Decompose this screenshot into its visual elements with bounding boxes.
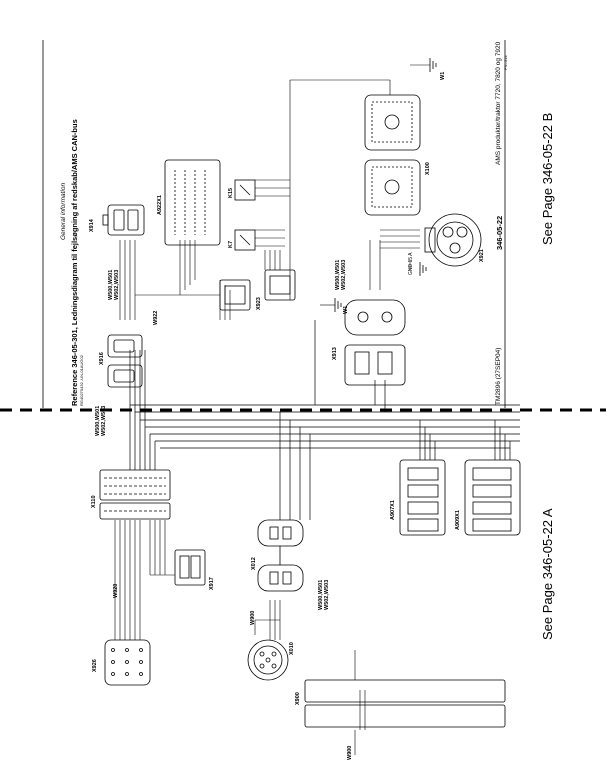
label-w1-top: W1 — [440, 71, 446, 80]
label-x916: X916 — [99, 352, 105, 365]
label-a907x1: A907X1 — [390, 500, 396, 520]
label-gnd: GND 15 A — [408, 252, 414, 275]
connector-x923-shape — [219, 269, 296, 311]
label-w922: W922 — [153, 310, 159, 325]
label-x012: X012 — [251, 557, 257, 570]
label-w900-b: W900 — [347, 745, 353, 760]
page-link-left[interactable]: See Page 346-05-22 A — [540, 508, 555, 640]
diagram-subtitle: RG40270432 -UN-01AUG02 — [79, 355, 84, 406]
connector-x917-shape — [174, 549, 206, 586]
label-w920: W920 — [113, 583, 119, 598]
ground-gnd-icon — [419, 262, 427, 276]
lower-wiring — [114, 520, 366, 755]
label-w1-mid: W1 — [343, 305, 349, 314]
label-a922x1: A922X1 — [157, 195, 163, 215]
label-x900: X900 — [295, 692, 301, 705]
connector-a909x1-shape — [464, 459, 521, 536]
label-a909x1: A909X1 — [455, 510, 461, 530]
section-label: General information — [60, 182, 67, 240]
connector-x010-shape — [247, 639, 289, 681]
connector-x012-shape — [257, 519, 304, 592]
diagram-title: Reference 346-05-301, Ledningsdiagram ti… — [70, 119, 79, 406]
bus-trunk — [129, 320, 520, 520]
connector-x900-shape — [304, 679, 506, 728]
ground-w1-mid-icon — [334, 298, 342, 312]
label-x921: X921 — [479, 249, 485, 262]
label-w900-a: W900 — [250, 610, 256, 625]
connector-x110-shape — [99, 469, 171, 520]
footer-page-id: PN=314 — [503, 55, 508, 70]
connector-x921-shape — [424, 213, 482, 267]
connector-x913-shape — [344, 299, 406, 386]
footer-page-ref: 346-05-22 — [495, 215, 504, 250]
label-w502-mid: W502,W503 — [101, 405, 107, 436]
label-x913: X913 — [332, 347, 338, 360]
relay-k15-shape — [234, 179, 256, 201]
label-x926: X926 — [92, 659, 98, 672]
label-x110: X110 — [91, 495, 97, 508]
label-x923: X923 — [256, 297, 262, 310]
label-w502-top: W502,W503 — [114, 269, 120, 300]
footer-doc-code: TM2896 (27SEP04) — [495, 347, 502, 405]
label-w502-right: W502,W503 — [341, 259, 347, 290]
label-k7: K7 — [228, 240, 234, 248]
label-x917: X917 — [209, 577, 215, 590]
page-link-right[interactable]: See Page 346-05-22 B — [540, 112, 555, 245]
connector-x926-shape — [104, 639, 151, 686]
connector-x916-shape — [107, 334, 143, 388]
connector-x100-shape — [364, 94, 421, 216]
connector-a922x1-shape — [164, 159, 221, 246]
connector-x914-shape — [102, 204, 145, 236]
label-x010: X010 — [289, 642, 295, 655]
relay-k7-shape — [234, 229, 256, 251]
label-k15: K15 — [228, 187, 234, 198]
upper-wiring — [119, 64, 430, 320]
label-x914: X914 — [89, 219, 95, 232]
footer-product: AMS produkter/traktor 7720, 7820 og 7920 — [495, 41, 502, 165]
connector-a907x1-shape — [399, 459, 446, 536]
label-w502-bottom: W502,W503 — [324, 579, 330, 610]
ground-w1-top-icon — [429, 58, 437, 72]
label-x100: X100 — [425, 162, 431, 175]
